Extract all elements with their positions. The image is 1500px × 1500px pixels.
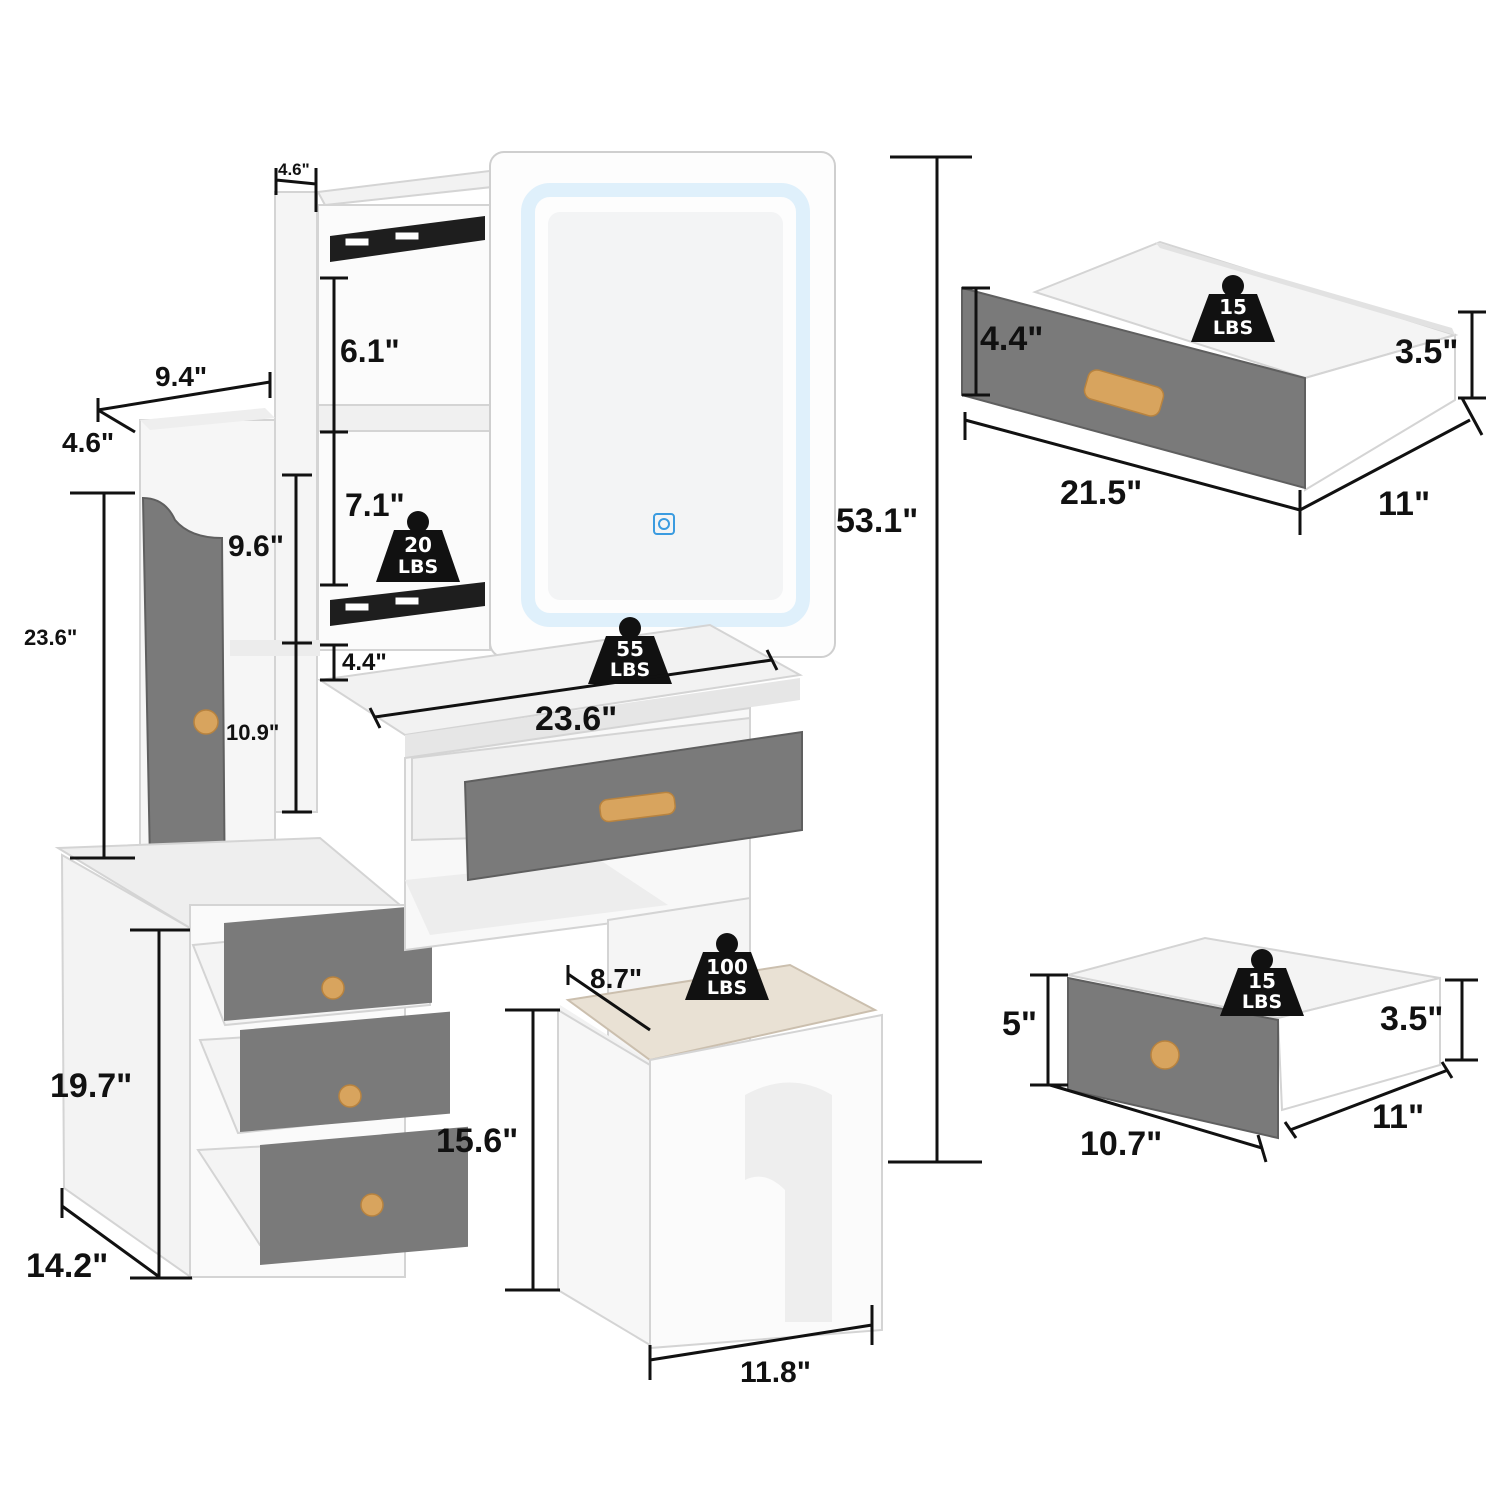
mirror-led-ring: [521, 183, 810, 627]
weight-badge-large-drawer: 15 LBS: [1191, 275, 1275, 342]
weight-number: 15: [1248, 969, 1276, 993]
label-large-drawer-front: 4.4": [980, 320, 1043, 358]
stool-side: [557, 1008, 651, 1347]
weight-unit: LBS: [1213, 317, 1253, 339]
weight-number: 100: [706, 955, 748, 979]
weight-unit: LBS: [610, 659, 650, 681]
weight-badge-small-drawer: 15 LBS: [1220, 949, 1304, 1016]
drawer-handle[interactable]: [1082, 368, 1165, 418]
weight-badge-stool: 100 LBS: [685, 933, 769, 1000]
large-drawer-back: [1155, 242, 1455, 335]
label-cab-height: 23.6": [24, 625, 77, 650]
desk-front-edge: [405, 678, 800, 758]
label-large-drawer-inner: 3.5": [1395, 333, 1458, 371]
label-desk-width: 23.6": [535, 700, 617, 738]
label-large-drawer-depth: 11": [1378, 485, 1430, 523]
weight-unit: LBS: [398, 556, 438, 578]
drawer-2[interactable]: [198, 1011, 450, 1135]
label-small-drawer-depth: 11": [1372, 1098, 1424, 1136]
label-small-drawer-width: 10.7": [1080, 1125, 1162, 1163]
touch-switch-icon[interactable]: [653, 513, 675, 535]
drawer-handle[interactable]: [599, 791, 676, 823]
weight-badge-shelf: 20 LBS: [376, 511, 460, 582]
label-cab-upper: 9.6": [228, 530, 284, 563]
label-side-width: 9.4": [155, 361, 207, 392]
weight-number: 15: [1219, 295, 1247, 319]
small-drawer-side: [1276, 976, 1441, 1112]
label-shelf-middle: 7.1": [345, 487, 405, 523]
label-stool-width: 11.8": [740, 1356, 811, 1389]
drawer-knob[interactable]: [338, 1084, 362, 1108]
drawer-knob[interactable]: [360, 1193, 384, 1217]
mirror-glass: [548, 212, 783, 600]
label-stool-depth: 8.7": [590, 963, 642, 994]
slide-rail-bottom: [330, 582, 485, 626]
stool-front-cutout: [745, 1082, 832, 1322]
drawer-3[interactable]: [196, 1126, 468, 1266]
label-side-depth: 4.6": [62, 427, 114, 458]
stool-front: [649, 1013, 883, 1350]
label-cabinet-depth: 14.2": [26, 1247, 108, 1285]
side-cabinet-top: [140, 408, 275, 430]
label-large-drawer-width: 21.5": [1060, 474, 1142, 512]
label-small-drawer-front: 5": [1002, 1005, 1037, 1043]
label-shelf-upper: 6.1": [340, 333, 400, 369]
drawer-1[interactable]: [191, 904, 432, 1027]
weight-number: 55: [616, 637, 644, 661]
weight-unit: LBS: [1242, 991, 1282, 1013]
weight-number: 20: [404, 533, 432, 557]
vanity-illustration: [54, 151, 883, 1350]
dimension-labels: 4.6" 9.4" 4.6" 6.1" 7.1" 4.4" 9.6" 10.9"…: [24, 160, 1458, 1389]
hutch-shelf: [317, 404, 491, 432]
weight-badge-desk: 55 LBS: [588, 617, 672, 684]
slide-rail-top: [330, 216, 485, 262]
drawer-knob[interactable]: [321, 976, 345, 1000]
label-total-height: 53.1": [836, 502, 918, 540]
large-drawer-illustration: [961, 240, 1459, 492]
drawer-knob[interactable]: [1150, 1040, 1180, 1070]
weight-unit: LBS: [707, 977, 747, 999]
label-stool-height: 15.6": [436, 1122, 518, 1160]
label-cab-lower: 10.9": [226, 720, 279, 745]
label-drawer-stack: 19.7": [50, 1067, 132, 1105]
label-top-depth: 4.6": [278, 160, 310, 179]
label-small-drawer-inner: 3.5": [1380, 1000, 1443, 1038]
door-knob[interactable]: [193, 709, 219, 735]
dimension-lines: [60, 155, 1486, 1380]
label-shelf-small: 4.4": [342, 649, 387, 676]
